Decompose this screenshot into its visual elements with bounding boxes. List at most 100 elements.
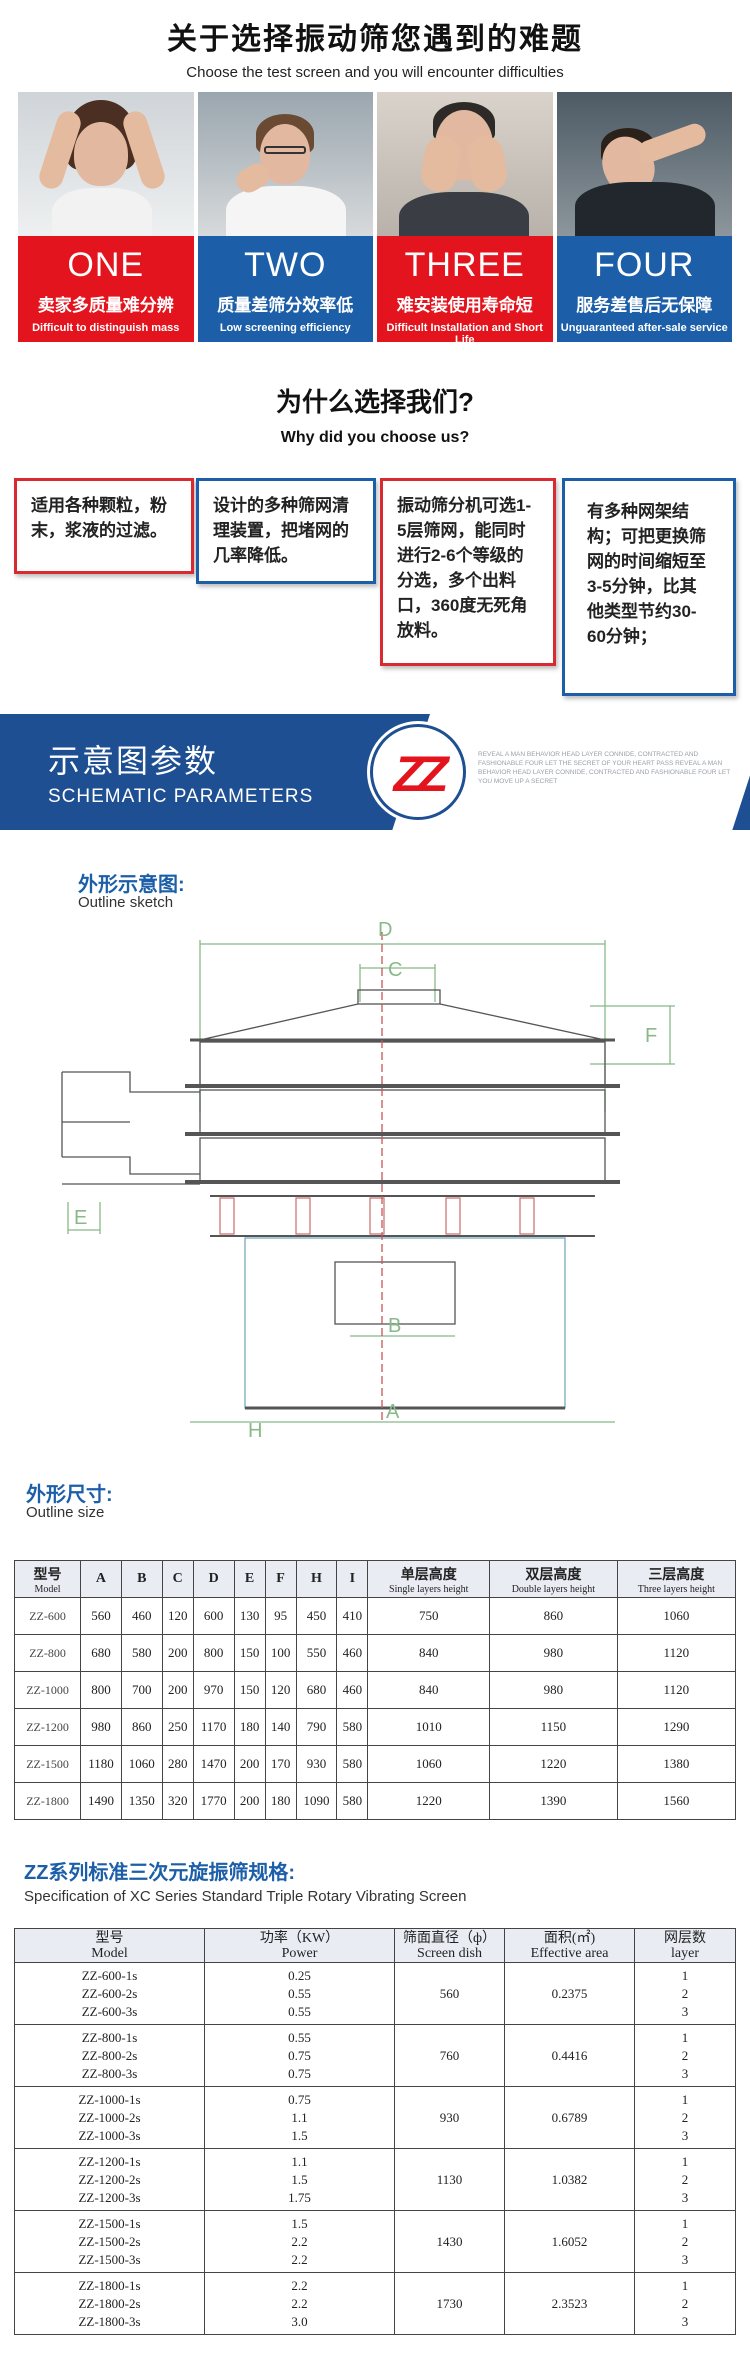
table-cell: ZZ-1200	[13, 1708, 82, 1746]
table-cell-area: 1.0382	[504, 2148, 635, 2211]
difficulty-cn: 难安装使用寿命短	[396, 296, 533, 315]
table-cell: 860	[489, 1597, 618, 1635]
table-cell-dish: 1430	[394, 2210, 505, 2273]
cell-line: 3	[681, 2251, 689, 2267]
table-cell: 860	[120, 1708, 163, 1746]
outline-sketch-drawing: D C F E B A	[61, 919, 675, 1424]
difficulty-card-four: FOUR 服务差售后无保障 Unguaranteed after-sale se…	[556, 92, 732, 342]
table-cell: 1350	[120, 1782, 163, 1820]
difficulty-photo-one	[18, 92, 194, 236]
cell-line: 2	[681, 2233, 689, 2249]
table-cell-dish: 1730	[394, 2272, 505, 2335]
table-cell: 200	[233, 1745, 266, 1783]
table-cell: 1770	[192, 1782, 235, 1820]
cell-line: ZZ-1800-1s	[78, 2277, 141, 2293]
table-cell-area: 0.2375	[504, 1962, 635, 2025]
difficulties-grid: ONE 卖家多质量难分辨 Difficult to distinguish ma…	[18, 92, 732, 342]
cell-line: 1.5	[291, 2127, 308, 2143]
difficulty-card-two: TWO 质量差筛分效率低 Low screening efficiency	[197, 92, 373, 342]
table-cell: 580	[336, 1782, 369, 1820]
cell-line: ZZ-600-1s	[81, 1967, 138, 1983]
spec-label-en: Specification of XC Series Standard Trip…	[24, 1888, 467, 1905]
cell-line: 1	[681, 1967, 689, 1983]
difficulty-band-four: FOUR 服务差售后无保障 Unguaranteed after-sale se…	[556, 236, 732, 342]
col-power: 功率（KW）Power	[204, 1928, 395, 1963]
table-cell: 700	[120, 1671, 163, 1709]
table-cell-dish: 930	[394, 2086, 505, 2149]
col-f: F	[264, 1560, 297, 1598]
dim-label-c: C	[388, 959, 402, 981]
table-cell: 140	[264, 1708, 297, 1746]
table-cell: 600	[192, 1597, 235, 1635]
table-cell: 560	[80, 1597, 122, 1635]
dim-label-a: A	[386, 1401, 400, 1423]
table-cell: 580	[336, 1745, 369, 1783]
table-cell: 790	[295, 1708, 338, 1746]
table-cell: 100	[264, 1634, 297, 1672]
table-cell: 800	[80, 1671, 122, 1709]
table-cell-area: 0.6789	[504, 2086, 635, 2149]
col-i: I	[336, 1560, 369, 1598]
table-cell: 1220	[489, 1745, 618, 1783]
cell-line: 3	[681, 2189, 689, 2205]
difficulty-photo-three	[377, 92, 553, 236]
cell-line: ZZ-1200-3s	[78, 2189, 141, 2205]
table-cell: 1380	[616, 1745, 737, 1783]
table-cell: 200	[161, 1671, 194, 1709]
table-cell: 200	[233, 1782, 266, 1820]
table-cell-area: 1.6052	[504, 2210, 635, 2273]
spec-label-cn: ZZ系列标准三次元旋振筛规格:	[24, 1862, 296, 1884]
table-cell: 980	[489, 1634, 618, 1672]
cell-line: ZZ-1800-2s	[78, 2295, 141, 2311]
table-cell: 580	[336, 1708, 369, 1746]
why-header: 为什么选择我们? Why did you choose us?	[0, 382, 750, 447]
table-cell: ZZ-1800	[13, 1782, 82, 1820]
col-e: E	[233, 1560, 266, 1598]
table-cell-area: 0.4416	[504, 2024, 635, 2087]
col-a: A	[80, 1560, 122, 1598]
difficulty-cn: 卖家多质量难分辨	[37, 296, 174, 315]
cell-line: 2	[681, 2295, 689, 2311]
col-h: H	[295, 1560, 338, 1598]
cell-line: ZZ-800-3s	[81, 2065, 138, 2081]
table-cell: 1060	[120, 1745, 163, 1783]
table-cell: 1180	[80, 1745, 122, 1783]
table-cell: 320	[161, 1782, 194, 1820]
difficulty-num: ONE	[67, 246, 145, 284]
table-cell: 1090	[295, 1782, 338, 1820]
table-cell: 150	[233, 1671, 266, 1709]
cell-line: 2	[681, 1985, 689, 2001]
dim-label-f: F	[645, 1025, 657, 1047]
cell-line: 2.2	[291, 2295, 308, 2311]
outline-label-en: Outline sketch	[78, 894, 174, 911]
cell-line: 3.0	[291, 2313, 308, 2329]
cell-line: 2.2	[291, 2233, 308, 2249]
cell-line: 0.25	[288, 1967, 311, 1983]
col-area: 面积(㎡)Effective area	[504, 1928, 635, 1963]
table-cell: 1060	[616, 1597, 737, 1635]
table-cell: 460	[120, 1597, 163, 1635]
cell-line: 0.75	[288, 2047, 311, 2063]
table-cell: 680	[80, 1634, 122, 1672]
table-cell: 280	[161, 1745, 194, 1783]
cell-line: 1.1	[291, 2153, 308, 2169]
cell-line: 1	[681, 2153, 689, 2169]
cell-line: 0.55	[288, 2029, 311, 2045]
table-cell: 95	[264, 1597, 297, 1635]
col-dish: 筛面直径（ф）Screen dish	[394, 1928, 505, 1963]
table-cell: 1010	[367, 1708, 491, 1746]
